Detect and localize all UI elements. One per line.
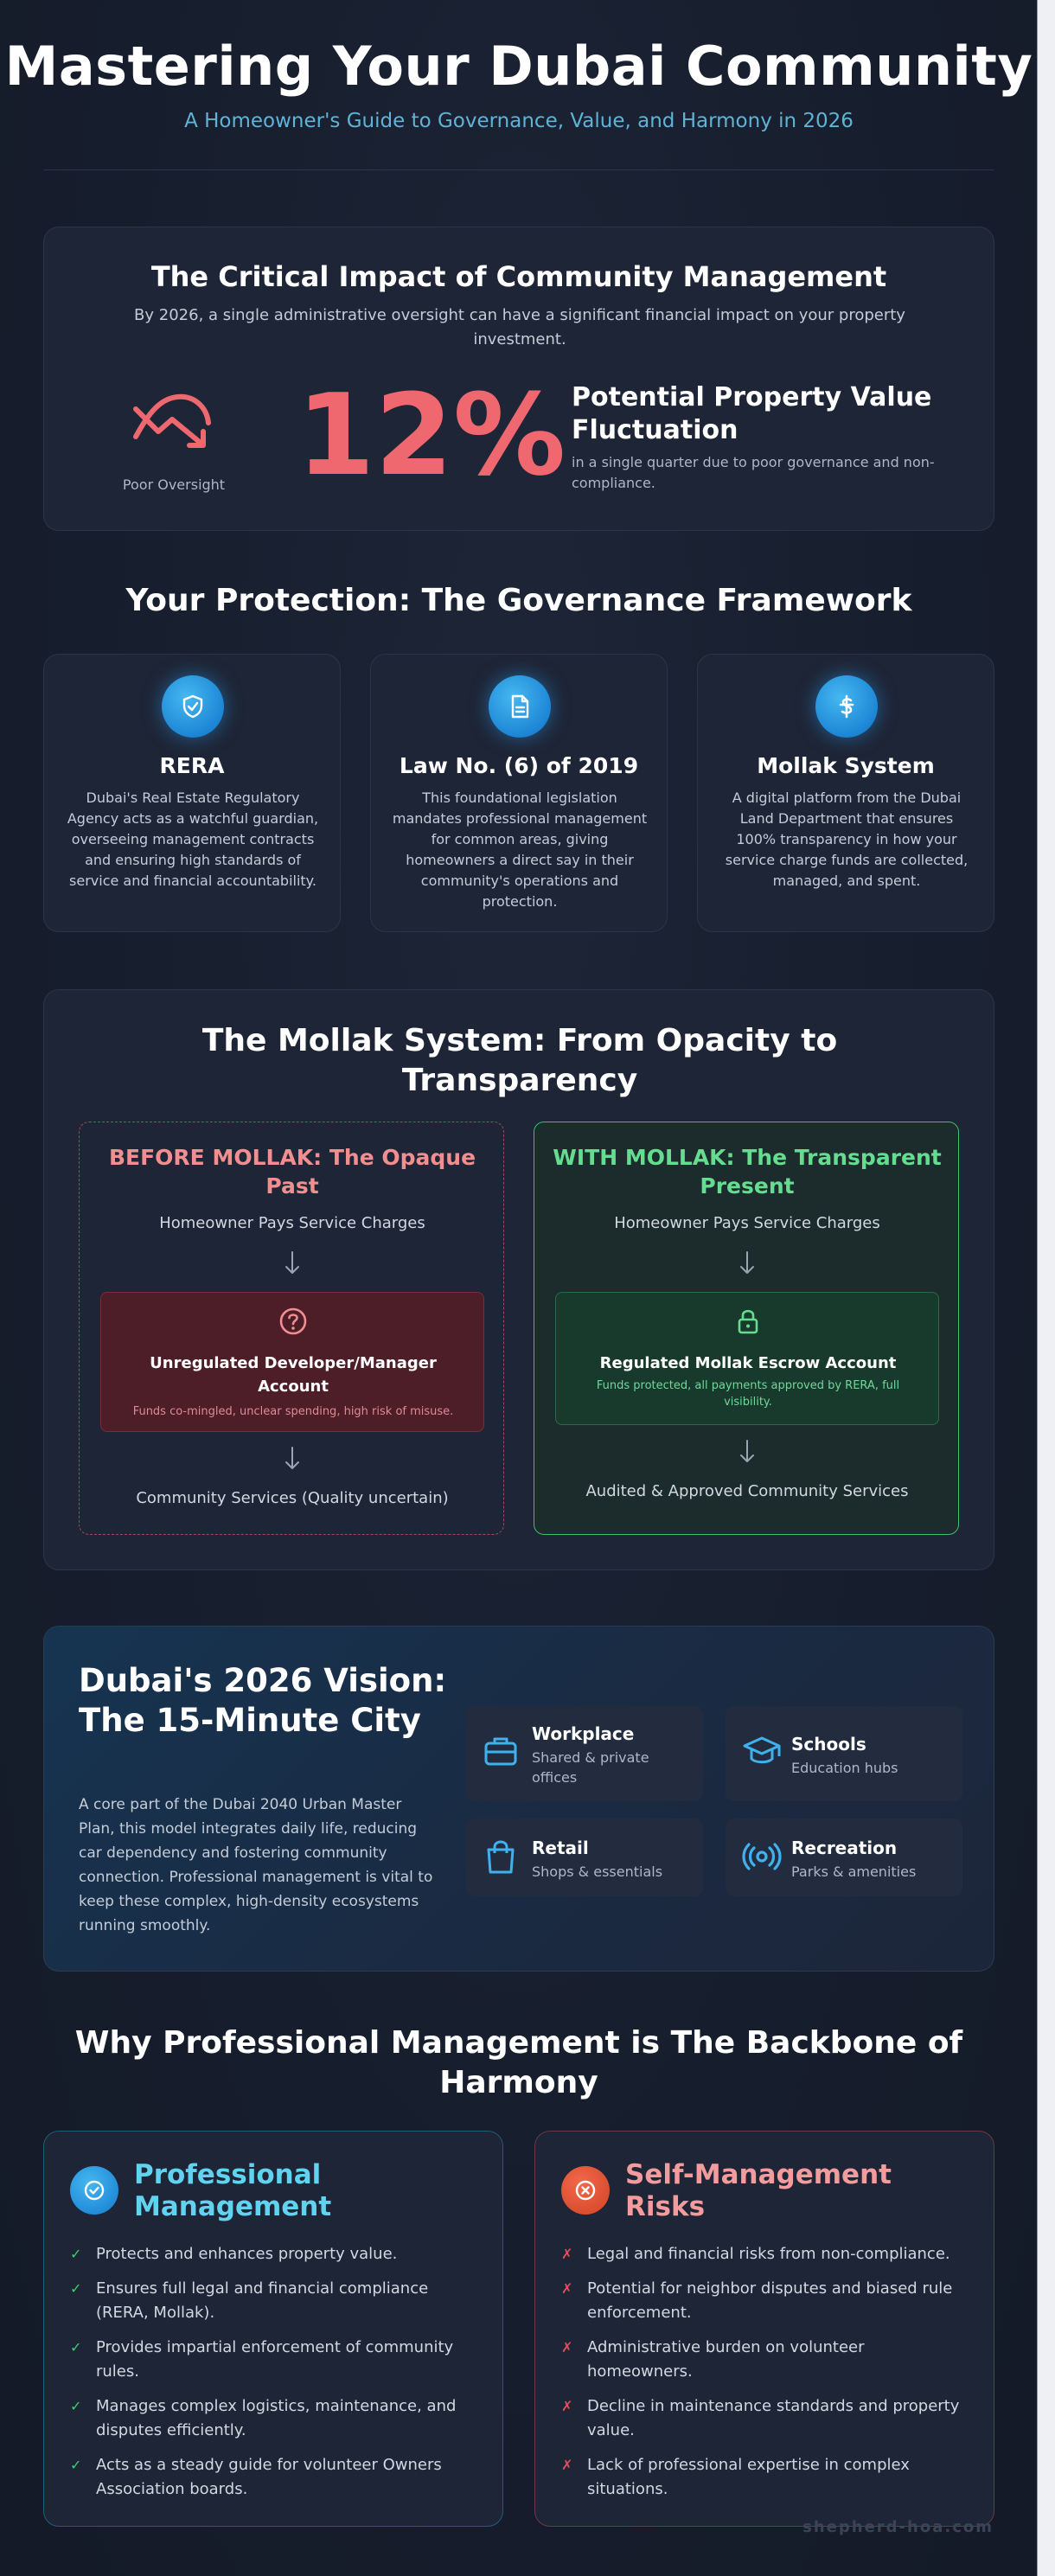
list-item: ✓Manages complex logistics, maintenance,…: [70, 2394, 476, 2443]
gov-title: Law No. (6) of 2019: [399, 753, 639, 778]
impact-lead: By 2026, a single administrative oversig…: [134, 306, 905, 348]
check-icon: ✓: [70, 2246, 82, 2262]
tile-title: Workplace: [532, 1723, 635, 1744]
shield-check-icon: [162, 675, 224, 738]
cross-icon: ✗: [561, 2246, 573, 2262]
tile-retail: Retail Shops & essentials: [466, 1819, 703, 1896]
governance-title: Your Protection: The Governance Framewor…: [125, 583, 912, 618]
before-title: BEFORE MOLLAK: The Opaque Past: [108, 1145, 476, 1199]
mollak-title: The Mollak System: From Opacity to Trans…: [201, 1023, 838, 1098]
risk-card: Self-Management Risks ✗Legal and financi…: [534, 2131, 994, 2527]
list-item: ✗Legal and financial risks from non-comp…: [561, 2242, 968, 2266]
gov-title: Mollak System: [757, 753, 935, 778]
cross-icon: ✗: [561, 2280, 573, 2297]
after-account-box: Regulated Mollak Escrow Account Funds pr…: [555, 1292, 939, 1425]
after-step-2: Audited & Approved Community Services: [585, 1482, 909, 1500]
tile-schools: Schools Education hubs: [726, 1706, 962, 1801]
tile-title: Schools: [791, 1734, 866, 1755]
check-circle-icon: [70, 2166, 118, 2215]
after-box-sub: Funds protected, all payments approved b…: [596, 1379, 900, 1409]
arrow-down-icon: [740, 1440, 754, 1462]
cross-icon: ✗: [561, 2339, 573, 2355]
impact-title: The Critical Impact of Community Managem…: [150, 260, 887, 293]
document-icon: [489, 675, 551, 738]
gov-text: This foundational legislation mandates p…: [392, 789, 648, 910]
tile-sub: Shared & private offices: [532, 1749, 649, 1786]
list-item: ✗Administrative burden on volunteer home…: [561, 2336, 968, 2384]
tile-sub: Parks & amenities: [791, 1863, 917, 1880]
after-step-1: Homeowner Pays Service Charges: [614, 1214, 880, 1232]
trend-label: Poor Oversight: [122, 476, 226, 493]
list-item: ✓Protects and enhances property value.: [70, 2242, 476, 2266]
stat-title: Potential Property Value Fluctuation: [572, 382, 932, 445]
after-box-title: Regulated Mollak Escrow Account: [599, 1354, 897, 1372]
trend-down-icon: [129, 383, 215, 461]
risk-title: Self-Management Risks: [625, 2159, 892, 2222]
shopping-bag-icon: [487, 1840, 515, 1874]
gov-card-rera: RERA Dubai's Real Estate Regulatory Agen…: [43, 654, 341, 932]
tile-recreation: Recreation Parks & amenities: [726, 1819, 962, 1896]
gov-card-law: Law No. (6) of 2019 This foundational le…: [370, 654, 668, 932]
mollak-card: The Mollak System: From Opacity to Trans…: [43, 989, 994, 1570]
list-item: ✓Acts as a steady guide for volunteer Ow…: [70, 2453, 476, 2502]
after-column: WITH MOLLAK: The Transparent Present Hom…: [534, 1122, 959, 1535]
page-subtitle: A Homeowner's Guide to Governance, Value…: [184, 110, 854, 132]
x-circle-icon: [561, 2166, 610, 2215]
risk-list: ✗Legal and financial risks from non-comp…: [561, 2242, 968, 2512]
why-title: Why Professional Management is The Backb…: [74, 2025, 963, 2100]
briefcase-icon: [484, 1737, 517, 1766]
graduation-cap-icon: [743, 1736, 781, 1764]
pro-list: ✓Protects and enhances property value. ✓…: [70, 2242, 476, 2512]
gov-text: A digital platform from the Dubai Land D…: [725, 789, 969, 889]
gov-text: Dubai's Real Estate Regulatory Agency ac…: [67, 789, 319, 889]
page-title: Mastering Your Dubai Community: [4, 35, 1033, 98]
check-icon: ✓: [70, 2457, 82, 2473]
header: Mastering Your Dubai Community A Homeown…: [0, 35, 1038, 132]
vision-title: Dubai's 2026 Vision: The 15-Minute City: [79, 1662, 447, 1739]
stat-subtitle: in a single quarter due to poor governan…: [572, 454, 935, 491]
tile-sub: Shops & essentials: [532, 1863, 663, 1880]
before-step-2: Community Services (Quality uncertain): [136, 1489, 449, 1507]
lock-icon: [738, 1309, 758, 1334]
pro-title: Professional Management: [134, 2159, 332, 2222]
check-icon: ✓: [70, 2339, 82, 2355]
recreation-icon: [742, 1843, 782, 1870]
before-column: BEFORE MOLLAK: The Opaque Past Homeowner…: [79, 1122, 504, 1535]
after-title: WITH MOLLAK: The Transparent Present: [553, 1145, 942, 1199]
divider: [43, 169, 994, 170]
list-item: ✓Ensures full legal and financial compli…: [70, 2277, 476, 2325]
pro-card: Professional Management ✓Protects and en…: [43, 2131, 503, 2527]
before-box-sub: Funds co-mingled, unclear spending, high…: [132, 1405, 454, 1418]
before-step-1: Homeowner Pays Service Charges: [159, 1214, 425, 1232]
before-box-title: Unregulated Developer/Manager Account: [150, 1354, 437, 1396]
dollar-icon: [815, 675, 878, 738]
check-icon: ✓: [70, 2280, 82, 2297]
tile-title: Retail: [532, 1838, 589, 1858]
impact-card: The Critical Impact of Community Managem…: [43, 227, 994, 531]
question-icon: [279, 1307, 307, 1335]
check-icon: ✓: [70, 2398, 82, 2414]
arrow-down-icon: [285, 1447, 299, 1469]
vision-card: Dubai's 2026 Vision: The 15-Minute City …: [43, 1626, 994, 1972]
stat-value: 12%: [297, 369, 566, 501]
list-item: ✗Potential for neighbor disputes and bia…: [561, 2277, 968, 2325]
vision-text: A core part of the Dubai 2040 Urban Mast…: [79, 1796, 433, 1934]
gov-title: RERA: [159, 753, 225, 778]
cross-icon: ✗: [561, 2398, 573, 2414]
tile-sub: Education hubs: [791, 1760, 898, 1776]
arrow-down-icon: [740, 1251, 754, 1274]
list-item: ✓Provides impartial enforcement of commu…: [70, 2336, 476, 2384]
arrow-down-icon: [285, 1251, 299, 1274]
gov-card-mollak: Mollak System A digital platform from th…: [697, 654, 994, 932]
tile-title: Recreation: [791, 1838, 898, 1858]
footer-brand: shepherd-hoa.com: [802, 2518, 994, 2536]
before-account-box: Unregulated Developer/Manager Account Fu…: [100, 1292, 484, 1432]
list-item: ✗Decline in maintenance standards and pr…: [561, 2394, 968, 2443]
tile-workplace: Workplace Shared & private offices: [466, 1706, 703, 1801]
cross-icon: ✗: [561, 2457, 573, 2473]
list-item: ✗Lack of professional expertise in compl…: [561, 2453, 968, 2502]
